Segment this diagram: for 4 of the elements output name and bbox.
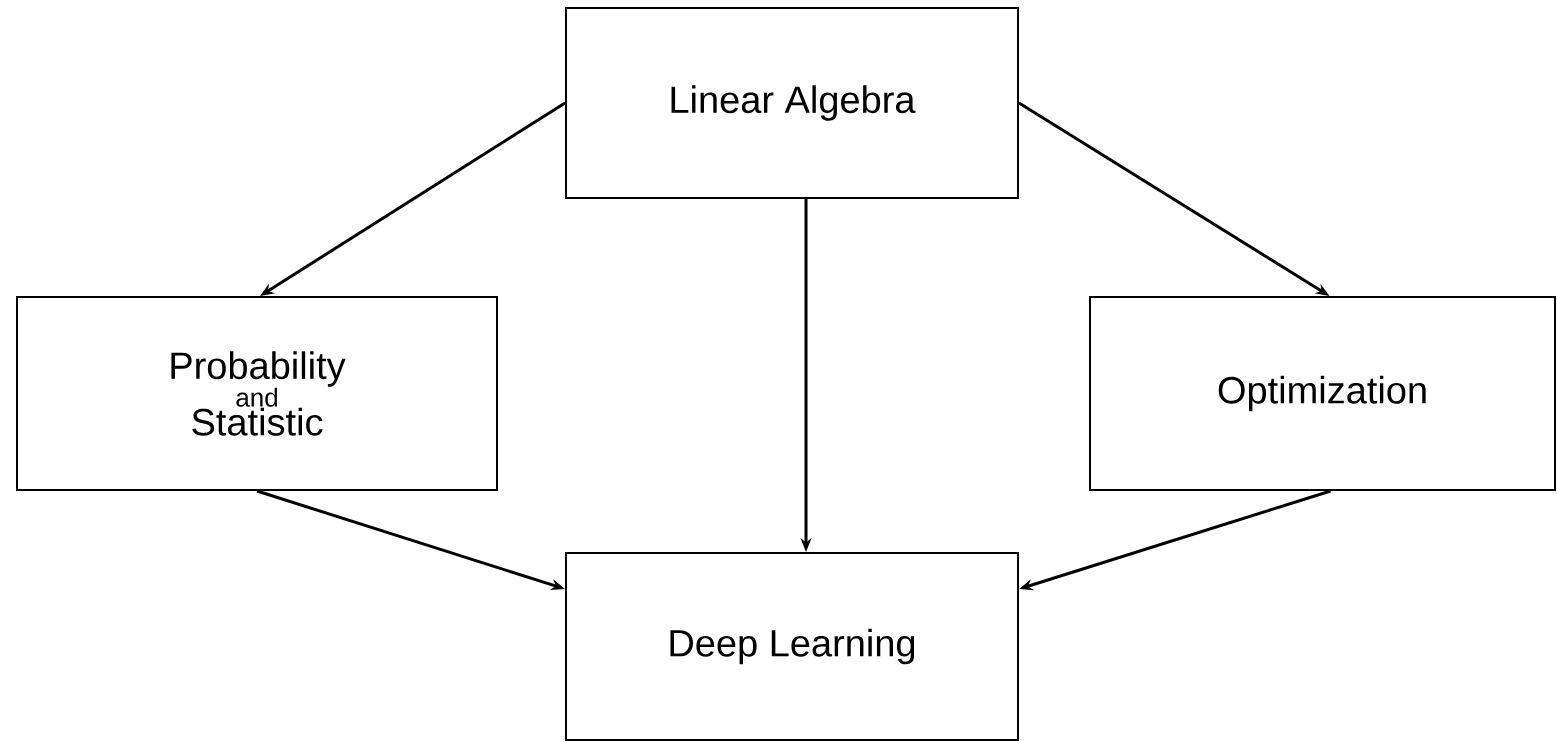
process-box: Optimization <box>1089 296 1556 491</box>
process-box: Deep Learning <box>565 552 1019 741</box>
process-box: Probability and Statistic <box>16 296 498 491</box>
process-box: Linear Algebra <box>565 7 1019 199</box>
